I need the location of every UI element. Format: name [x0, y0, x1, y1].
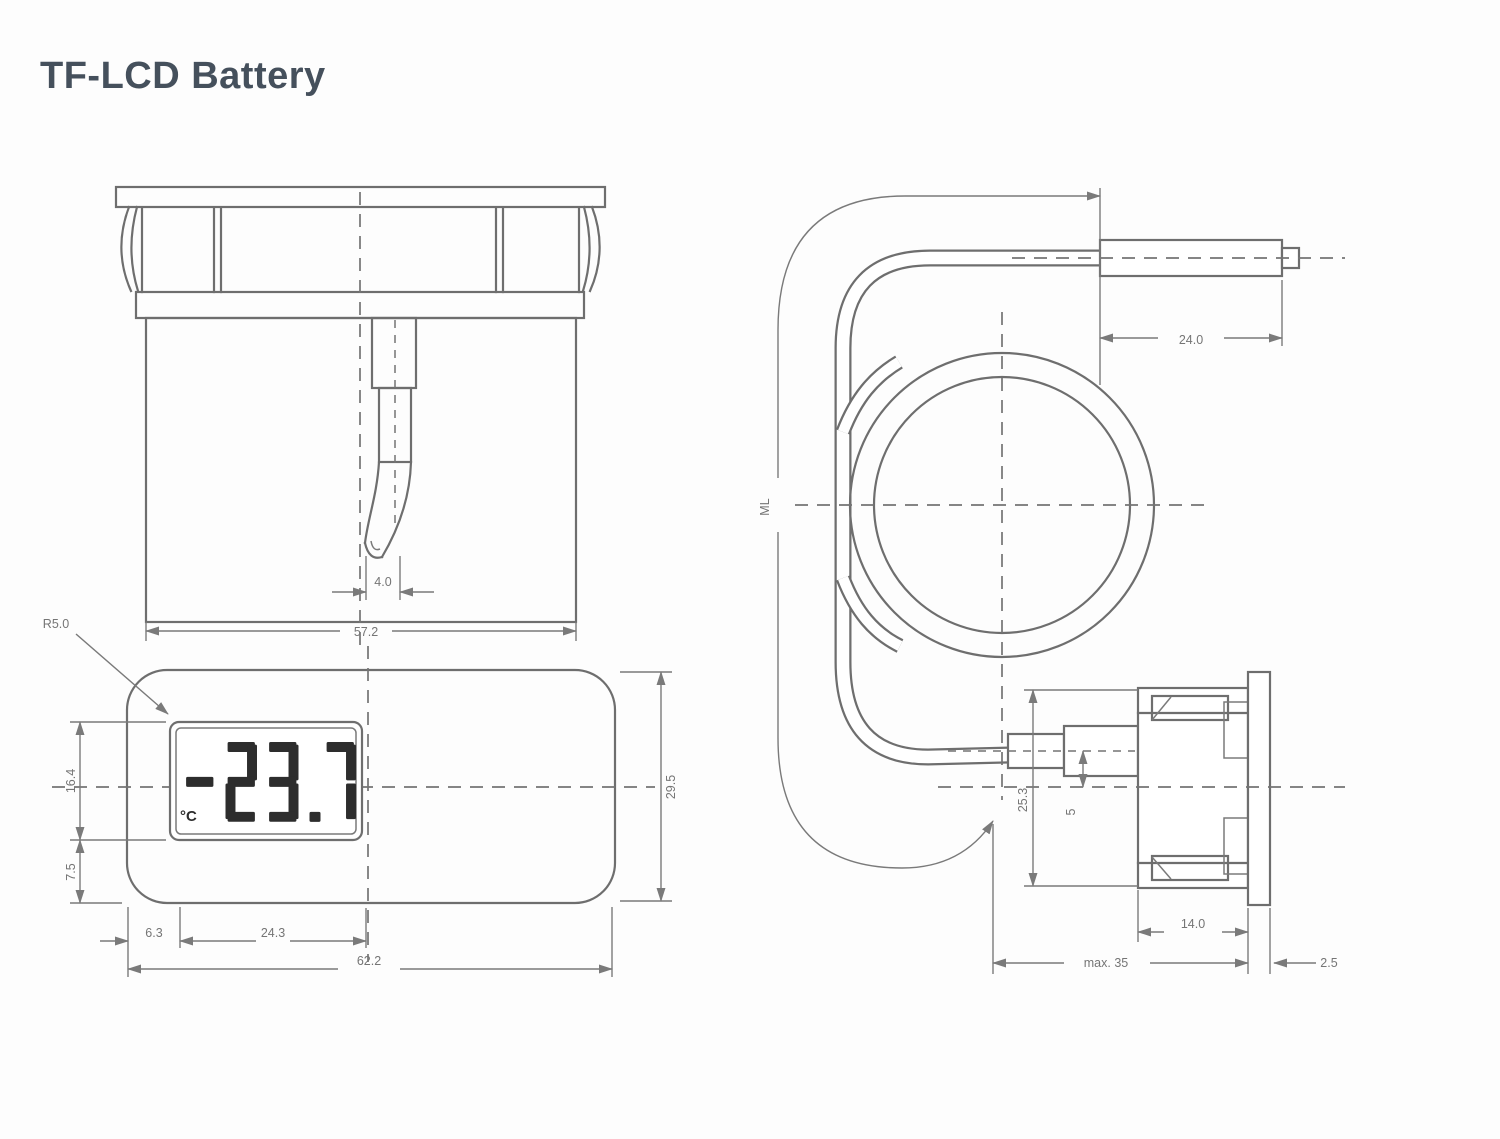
capillary-view: 24.0 ML 25.3 5 14.0 max. 35: [758, 188, 1345, 974]
lcd-display: °C: [168, 720, 364, 842]
dim-label-axis-offset: 5: [1064, 808, 1078, 815]
dim-label-probe-length: 24.0: [1179, 333, 1203, 347]
capillary-view-dimensions: 24.0 ML 25.3 5 14.0 max. 35: [758, 188, 1338, 974]
housing-rear-view: [1006, 670, 1272, 907]
lcd-unit-label: °C: [180, 808, 197, 825]
dim-label-overall-width: 62.2: [357, 954, 381, 968]
side-view-dimensions: 4.0 57.2: [145, 556, 577, 641]
dim-label-display-offset: 6.3: [145, 926, 162, 940]
capillary-tube-side: [363, 316, 418, 559]
dim-label-display-width: 24.3: [261, 926, 285, 940]
dim-label-body-height: 25.3: [1016, 788, 1030, 812]
dim-label-max-depth: max. 35: [1084, 956, 1129, 970]
side-view: 4.0 57.2: [114, 185, 607, 645]
front-view: °C R5.0 16.4 7.5 29.5: [43, 617, 678, 977]
dim-label-display-height: 16.4: [64, 769, 78, 793]
lcd-digits: [186, 742, 356, 822]
dim-label-body-depth: 14.0: [1181, 917, 1205, 931]
dim-label-capillary-length: ML: [758, 498, 772, 515]
capillary-tube-loop: [834, 249, 1104, 766]
page-title: TF-LCD Battery: [40, 55, 326, 98]
front-view-dimensions: R5.0 16.4 7.5 29.5 6.3: [43, 617, 678, 977]
housing-side-outline: [114, 185, 607, 624]
dim-label-overall-height: 29.5: [664, 775, 678, 799]
dim-label-tube-diameter: 4.0: [374, 575, 391, 589]
dim-label-flange-thickness: 2.5: [1320, 956, 1337, 970]
dim-label-corner-radius: R5.0: [43, 617, 69, 631]
dim-label-body-width: 57.2: [354, 625, 378, 639]
dim-label-lower-margin: 7.5: [64, 863, 78, 880]
